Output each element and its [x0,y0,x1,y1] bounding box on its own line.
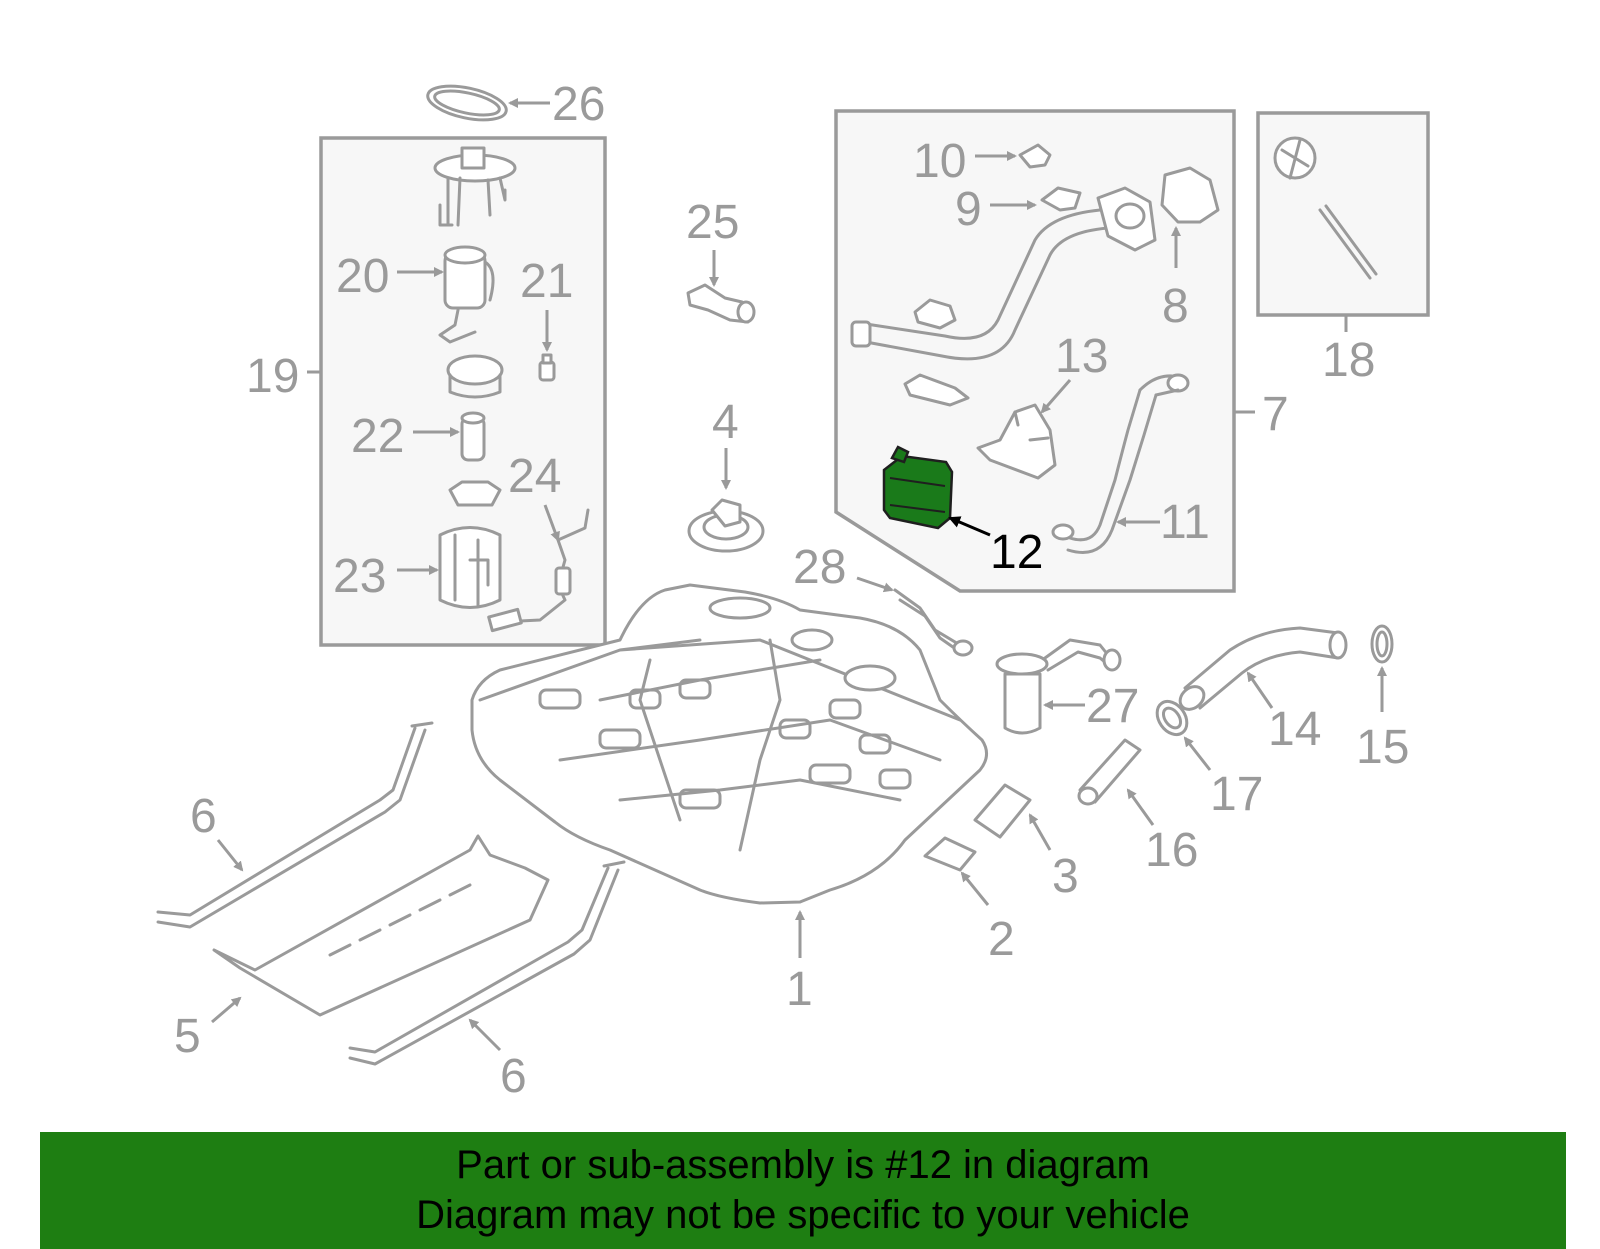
pad-part-3 [973,783,1032,839]
callout-27: 27 [1086,680,1139,733]
gasket-ring-part [426,84,508,122]
callout-11: 11 [1160,496,1210,549]
callout-2: 2 [988,913,1015,966]
callout-21: 21 [520,255,573,308]
callout-12: 12 [990,526,1043,579]
callout-20: 20 [336,250,389,303]
bracket-part [976,403,1057,480]
service-cover-part [687,498,765,553]
pipe-bracket-part [903,298,970,407]
callout-26: 26 [552,78,605,131]
callout-5: 5 [174,1010,201,1063]
callout-24: 24 [508,450,561,503]
filler-neck-pipe-part [850,186,1157,361]
banner-line-2: Diagram may not be specific to your vehi… [416,1193,1190,1237]
callout-17: 17 [1210,768,1263,821]
notice-banner: Part or sub-assembly is #12 in diagram D… [40,1132,1566,1249]
breather-hose-part [1051,373,1190,554]
callout-23: 23 [333,550,386,603]
leader-2 [960,871,990,906]
sensor-part [686,283,756,324]
pump-reservoir-part [438,526,502,609]
callout-7: 7 [1262,388,1289,441]
callout-16: 16 [1145,824,1198,877]
callout-6-lower: 6 [500,1050,527,1103]
callout-8: 8 [1162,280,1189,333]
leader-14 [1246,671,1274,709]
callout-25: 25 [686,196,739,249]
leader-6a [216,839,244,872]
filler-pipe-part [1077,738,1142,806]
callout-14: 14 [1268,703,1321,756]
pump-flange-part [433,146,517,227]
clip-part [1040,186,1082,212]
callout-3: 3 [1052,850,1079,903]
leader-5 [211,996,242,1024]
fuel-pump-part [438,245,495,344]
callout-9: 9 [955,183,982,236]
fuel-filter-part [460,411,486,462]
pump-cap-part [448,480,502,507]
small-hose-clamp-part [1155,699,1189,737]
callout-15: 15 [1356,721,1409,774]
hose-clamp-part [1370,624,1394,664]
fuel-cap-frame [1256,111,1430,317]
callout-19: 19 [246,350,299,403]
callout-6-upper: 6 [190,790,217,843]
leader-28 [856,576,894,593]
callout-1: 1 [786,963,813,1016]
leader-3 [1028,813,1052,851]
small-clip-part [1018,143,1052,169]
fuel-level-sender-part [487,508,590,633]
tank-strap-part-upper [156,721,434,929]
leader-6b [468,1018,502,1052]
leader-12 [948,516,991,537]
callout-28: 28 [793,541,846,594]
callout-22: 22 [351,410,404,463]
fuel-cap-part [1273,136,1378,280]
callout-13: 13 [1055,330,1108,383]
leader-24 [543,504,560,542]
small-fitting-part [538,353,556,382]
fuel-tank-part [470,583,988,905]
callout-18: 18 [1322,334,1375,387]
leader-16 [1126,788,1155,826]
fuel-door-part [1160,166,1220,224]
callout-10: 10 [913,135,966,188]
callout-4: 4 [712,396,739,449]
filler-hose-part [1178,626,1348,711]
pump-retainer-part [446,354,504,399]
tank-strap-part-lower [348,860,626,1066]
heat-shield-part [212,834,550,1017]
pad-part-2 [923,836,977,872]
leader-17 [1183,736,1212,771]
leader-13 [1040,379,1072,414]
valve-part [995,638,1122,735]
vent-tube-part [893,588,974,657]
banner-line-1: Part or sub-assembly is #12 in diagram [456,1143,1150,1187]
